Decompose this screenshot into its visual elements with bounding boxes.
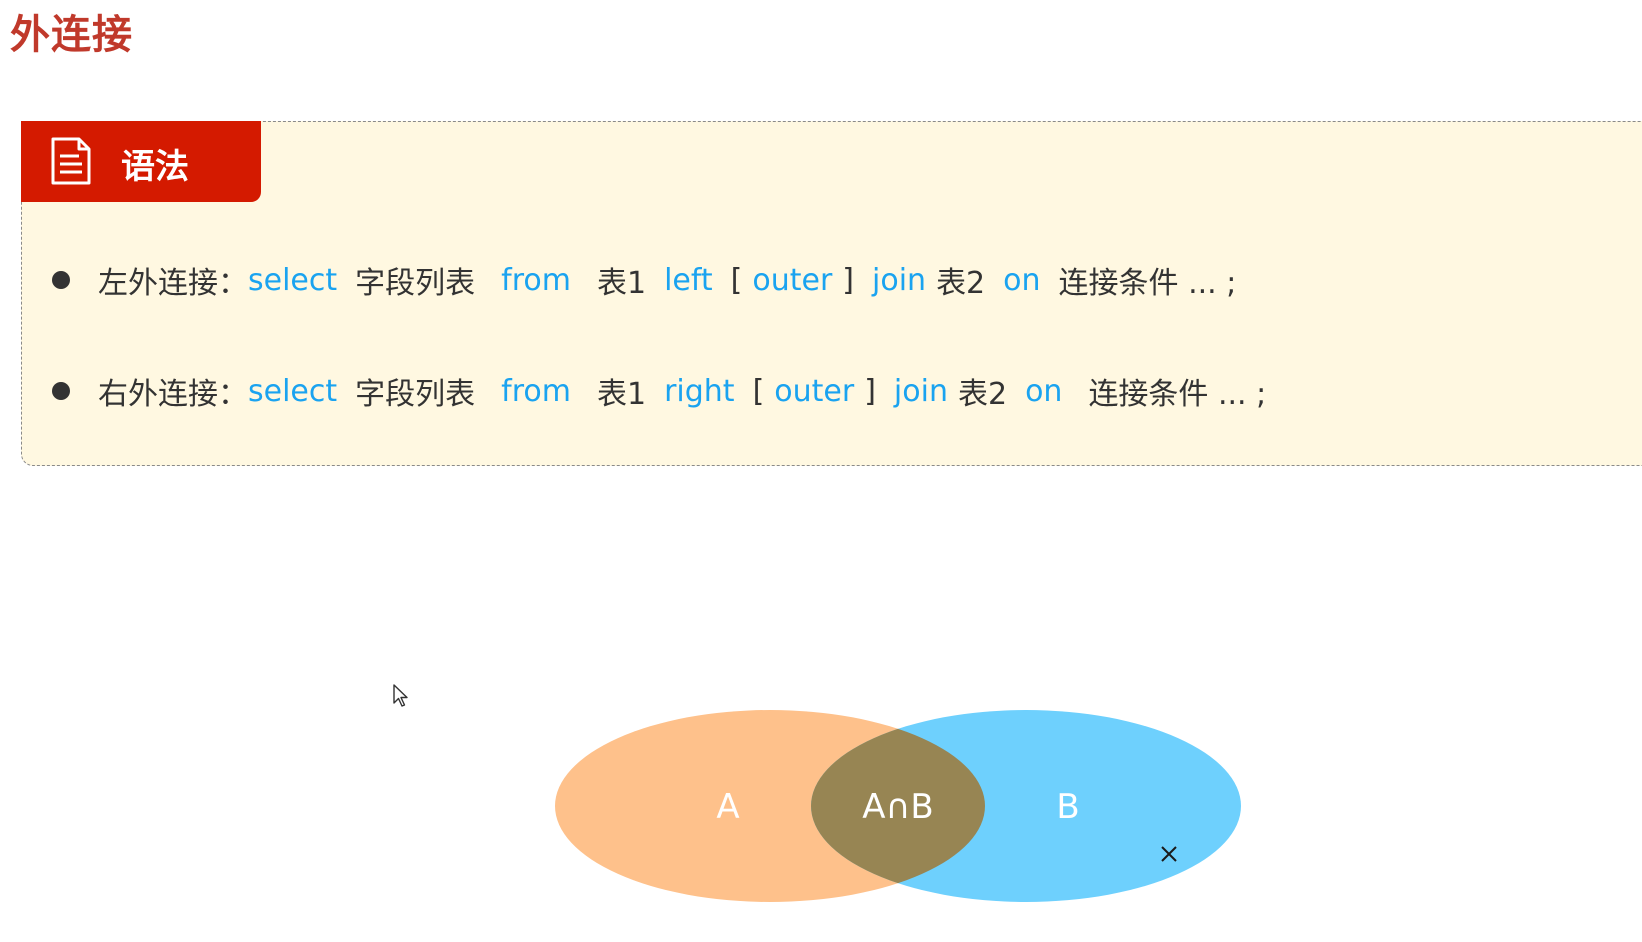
- fields-text: 字段列表: [355, 266, 476, 301]
- keyword-on: on: [1025, 373, 1063, 409]
- label-b: B: [1056, 787, 1079, 827]
- close-icon[interactable]: [1161, 846, 1177, 862]
- keyword-join: join: [893, 373, 948, 409]
- keyword-join: join: [872, 262, 927, 298]
- table2-text: 表2: [957, 377, 1008, 412]
- bullet-icon: [52, 382, 70, 400]
- syntax-label: 语法: [121, 147, 189, 187]
- fields-text: 字段列表: [355, 377, 476, 412]
- label-a: A: [716, 787, 739, 827]
- condition-text: 连接条件 ... ;: [1088, 377, 1267, 412]
- keyword-from: from: [501, 262, 571, 298]
- bullet-icon: [52, 271, 70, 289]
- document-icon: [51, 137, 91, 185]
- venn-diagram: A A∩B B: [555, 710, 1241, 902]
- right-outer-join-line: 右外连接： select 字段列表 from 表1 right [ outer …: [52, 369, 1266, 413]
- intersection-region: [811, 710, 985, 902]
- label-intersection: A∩B: [862, 787, 933, 827]
- bracket-open: [: [752, 373, 765, 409]
- keyword-outer: outer: [752, 262, 833, 298]
- syntax-box: [21, 121, 1642, 466]
- table1-text: 表1: [596, 266, 647, 301]
- join-type-label: 左外连接：: [98, 266, 248, 301]
- keyword-select: select: [248, 373, 338, 409]
- left-outer-join-line: 左外连接： select 字段列表 from 表1 left [ outer ]…: [52, 258, 1236, 302]
- keyword-direction: left: [664, 262, 713, 298]
- bracket-open: [: [730, 262, 743, 298]
- keyword-outer: outer: [774, 373, 855, 409]
- page-title: 外连接: [10, 12, 133, 58]
- mouse-pointer-icon: [393, 684, 408, 707]
- join-type-label: 右外连接：: [98, 377, 248, 412]
- keyword-from: from: [501, 373, 571, 409]
- keyword-on: on: [1003, 262, 1041, 298]
- condition-text: 连接条件 ... ;: [1058, 266, 1237, 301]
- syntax-header: 语法: [21, 121, 261, 202]
- keyword-direction: right: [664, 373, 735, 409]
- bracket-close: ]: [864, 373, 876, 409]
- keyword-select: select: [248, 262, 338, 298]
- bracket-close: ]: [842, 262, 855, 298]
- table2-text: 表2: [936, 266, 986, 301]
- table1-text: 表1: [596, 377, 647, 412]
